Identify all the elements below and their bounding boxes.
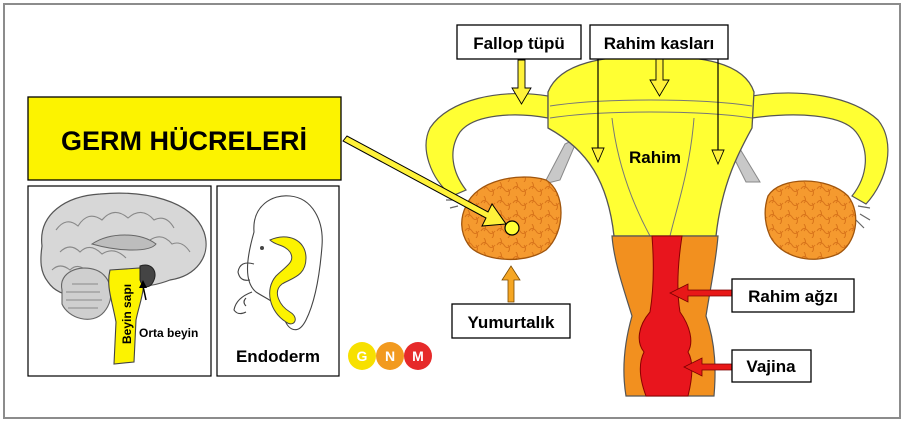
brain-panel: Beyin sapı Orta beyin <box>28 186 211 376</box>
right-ovary <box>765 181 856 259</box>
svg-text:Vajina: Vajina <box>746 357 796 376</box>
svg-text:Fallop tüpü: Fallop tüpü <box>473 34 565 53</box>
label-uterus: Rahim <box>629 148 681 167</box>
gnm-logo: G N M <box>348 342 432 370</box>
uterus-body <box>548 56 754 236</box>
label-vagina: Vajina <box>732 350 811 382</box>
endoderm-label: Endoderm <box>236 347 320 366</box>
title-box: GERM HÜCRELERİ <box>28 97 341 180</box>
label-cervix: Rahim ağzı <box>732 279 854 312</box>
svg-text:Yumurtalık: Yumurtalık <box>468 313 555 332</box>
label-ovary: Yumurtalık <box>452 304 570 338</box>
uterus-illustration <box>426 56 888 396</box>
label-uterine-muscles: Rahim kasları <box>590 25 728 59</box>
left-ovary <box>462 177 561 259</box>
germ-cell-dot <box>505 221 519 235</box>
embryo-panel: Endoderm <box>217 186 339 376</box>
logo-letter-g: G <box>357 348 368 364</box>
logo-letter-m: M <box>412 348 424 364</box>
svg-text:Rahim ağzı: Rahim ağzı <box>748 287 838 306</box>
logo-letter-n: N <box>385 348 395 364</box>
svg-text:Rahim kasları: Rahim kasları <box>604 34 715 53</box>
midbrain-label: Orta beyin <box>139 326 198 340</box>
label-fallopian-tube: Fallop tüpü <box>457 25 581 59</box>
brainstem-label: Beyin sapı <box>120 284 134 344</box>
title-text: GERM HÜCRELERİ <box>61 126 307 156</box>
